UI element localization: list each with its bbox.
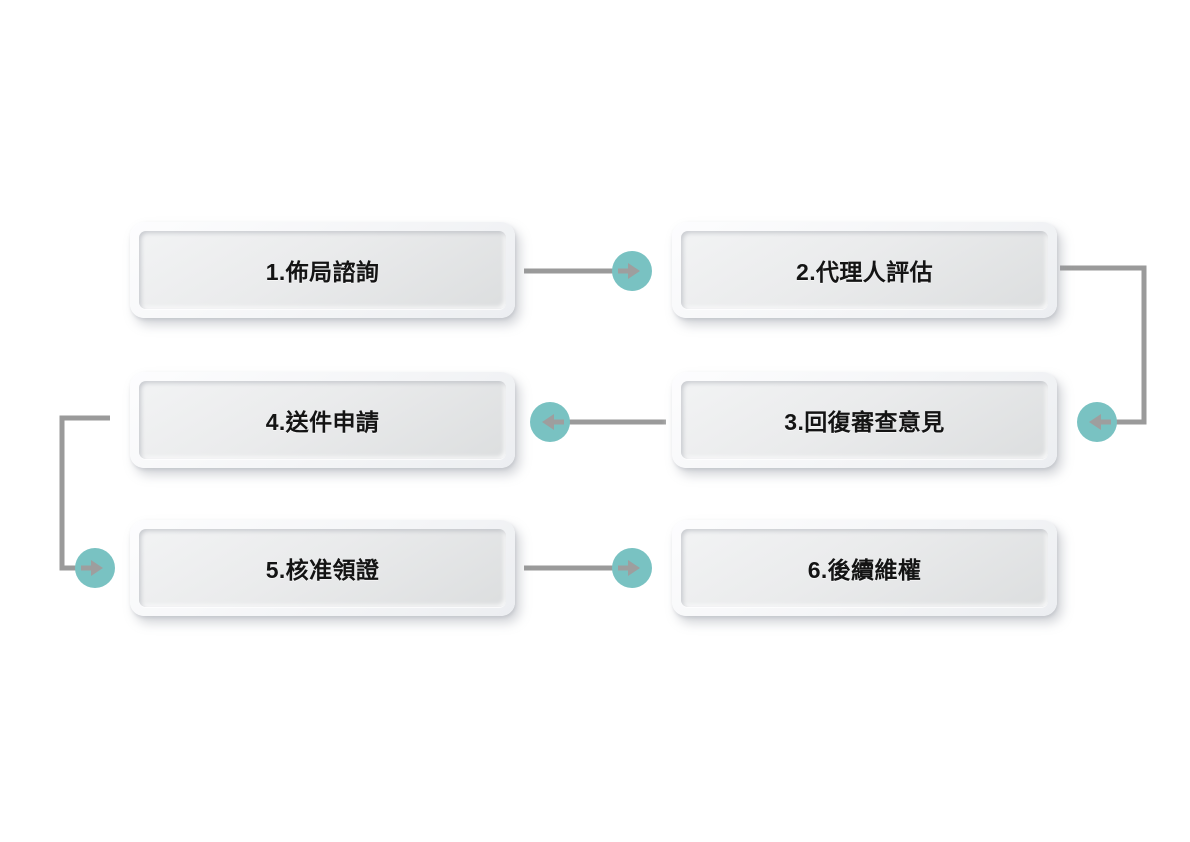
step-card-3-label: 3.回復審查意見 xyxy=(784,409,945,435)
connector-line-4-5 xyxy=(59,415,110,571)
step-card-2[interactable]: 2.代理人評估 xyxy=(672,222,1057,318)
step-card-4-label: 4.送件申請 xyxy=(265,409,380,435)
step-card-5[interactable]: 5.核准領證 xyxy=(130,520,515,616)
arrow-node-1-2 xyxy=(612,251,652,291)
step-card-6[interactable]: 6.後續維權 xyxy=(672,520,1057,616)
step-card-1-label: 1.佈局諮詢 xyxy=(265,259,380,285)
step-card-3-panel: 3.回復審查意見 xyxy=(681,381,1048,459)
step-card-4-panel: 4.送件申請 xyxy=(139,381,506,459)
step-card-6-label: 6.後續維權 xyxy=(807,557,922,583)
step-card-5-label: 5.核准領證 xyxy=(265,557,380,583)
connector-line-2-3 xyxy=(1060,265,1147,425)
arrow-node-5-6 xyxy=(612,548,652,588)
arrow-node-2-3 xyxy=(1077,402,1117,442)
arrow-node-4-5 xyxy=(75,548,115,588)
step-card-1-panel: 1.佈局諮詢 xyxy=(139,231,506,309)
step-card-1[interactable]: 1.佈局諮詢 xyxy=(130,222,515,318)
arrow-node-3-4 xyxy=(530,402,570,442)
step-card-6-panel: 6.後續維權 xyxy=(681,529,1048,607)
step-card-4[interactable]: 4.送件申請 xyxy=(130,372,515,468)
step-card-2-panel: 2.代理人評估 xyxy=(681,231,1048,309)
step-card-5-panel: 5.核准領證 xyxy=(139,529,506,607)
step-card-3[interactable]: 3.回復審查意見 xyxy=(672,372,1057,468)
step-card-2-label: 2.代理人評估 xyxy=(796,259,933,285)
